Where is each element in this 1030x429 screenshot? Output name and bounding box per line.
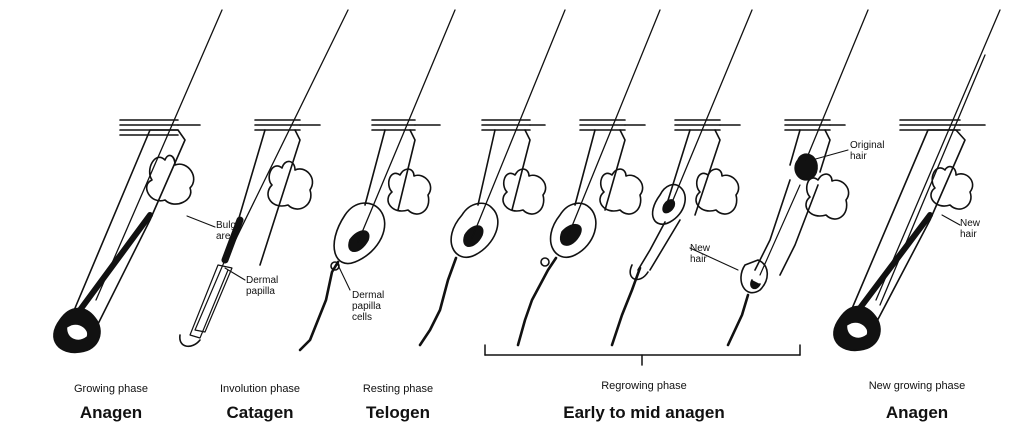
follicle-new-growing-anagen xyxy=(834,10,1000,350)
callout-dermal-papilla: Dermal papilla xyxy=(246,275,278,297)
follicle-regrowing-twohairs xyxy=(728,10,868,345)
follicle-growing-anagen xyxy=(54,10,222,352)
callout-new-hair-right: New hair xyxy=(960,218,980,240)
follicle-regrowing-early xyxy=(420,10,565,345)
follicle-regrowing-late xyxy=(612,10,752,345)
phase-label-new-growing: New growing phase xyxy=(869,380,966,392)
phase-label-growing: Growing phase xyxy=(74,383,148,395)
stage-label-anagen: Anagen xyxy=(80,403,142,423)
stage-label-new-anagen: Anagen xyxy=(886,403,948,423)
stage-label-catagen: Catagen xyxy=(226,403,293,423)
callout-bulge-area: Bulge area xyxy=(216,220,242,242)
callout-new-hair-left: New hair xyxy=(690,243,710,265)
stage-label-early-mid-anagen: Early to mid anagen xyxy=(563,403,725,423)
phase-label-regrowing: Regrowing phase xyxy=(601,380,687,392)
callout-dermal-papilla-cells: Dermal papilla cells xyxy=(352,290,384,323)
callout-original-hair: Original hair xyxy=(850,140,884,162)
phase-label-involution: Involution phase xyxy=(220,383,300,395)
regrowing-bracket xyxy=(485,345,800,365)
stage-label-telogen: Telogen xyxy=(366,403,430,423)
phase-label-resting: Resting phase xyxy=(363,383,433,395)
